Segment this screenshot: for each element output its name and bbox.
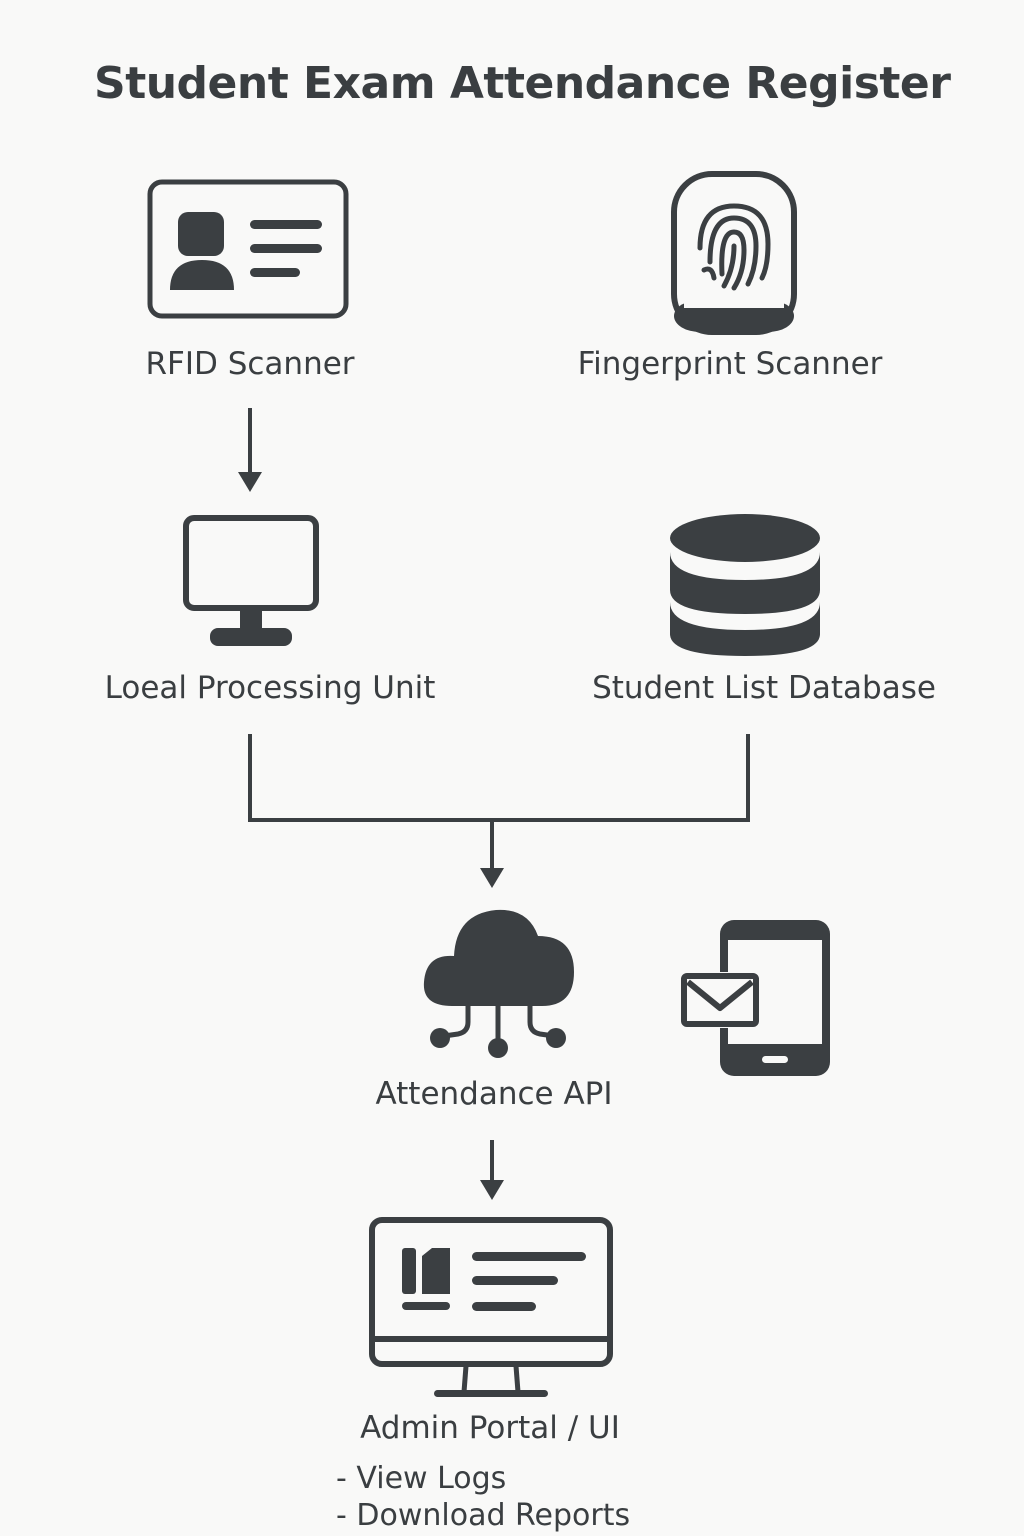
arrowhead-merge-to-api: [480, 868, 504, 888]
feature-view-logs: View Logs: [336, 1460, 630, 1497]
student-list-database-label: Student List Database: [592, 670, 936, 706]
mobile-message-icon: [680, 920, 830, 1076]
admin-portal-label: Admin Portal / UI: [360, 1410, 620, 1446]
admin-portal-features: View Logs Download Reports: [336, 1460, 630, 1534]
feature-download-reports: Download Reports: [336, 1497, 630, 1534]
dashboard-monitor-icon: [369, 1217, 613, 1397]
rfid-scanner-label: RFID Scanner: [145, 346, 355, 382]
cloud-network-icon: [423, 909, 574, 1058]
connector-merge: [248, 734, 750, 822]
id-card-icon: [147, 179, 349, 319]
attendance-api-label: Attendance API: [375, 1076, 613, 1112]
database-icon: [670, 514, 820, 656]
arrowhead-rfid-to-local: [238, 472, 262, 492]
local-processing-unit-label: Loeal Processing Unit: [104, 670, 436, 706]
monitor-icon: [183, 515, 319, 646]
fingerprint-scanner-label: Fingerprint Scanner: [577, 346, 883, 382]
fingerprint-icon: [671, 171, 797, 335]
arrowhead-api-to-admin: [480, 1180, 504, 1200]
page-title: Student Exam Attendance Register: [94, 58, 951, 109]
